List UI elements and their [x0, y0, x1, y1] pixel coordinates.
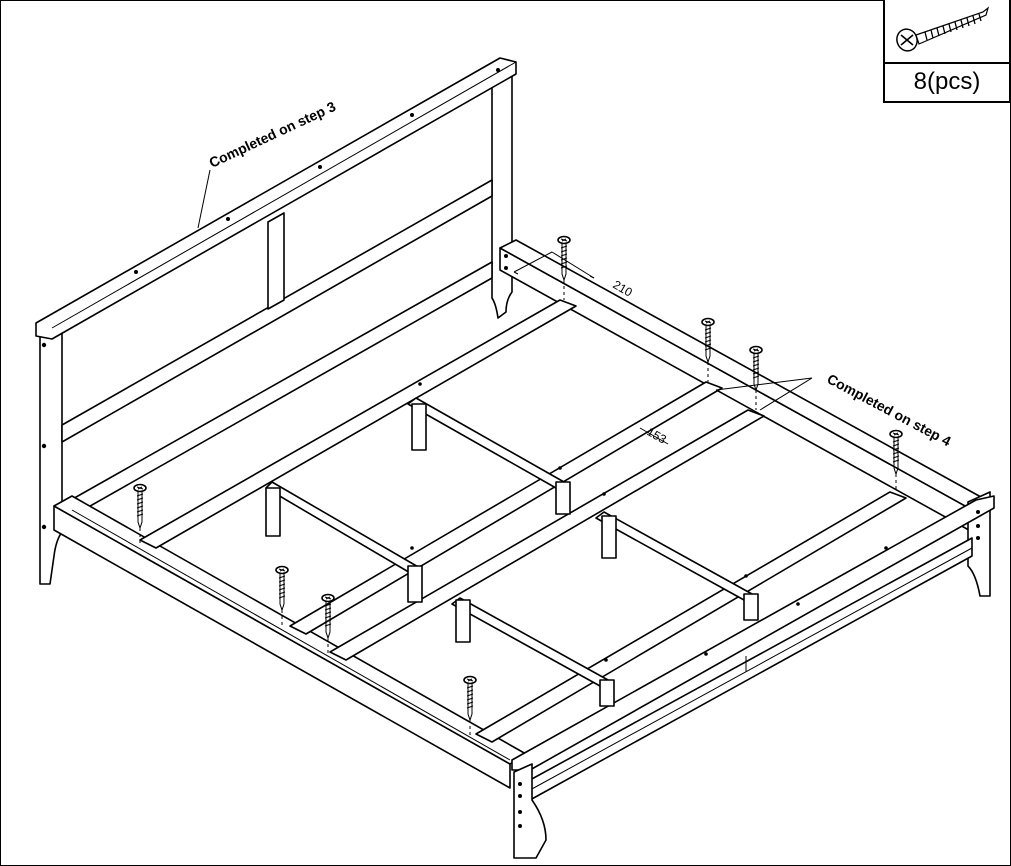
headboard-holes — [41, 68, 500, 530]
headboard-note: Completed on step 3 — [207, 98, 339, 171]
step4-leader — [715, 377, 813, 411]
footboard — [511, 491, 995, 859]
parts-box: 8(pcs) — [883, 0, 1011, 103]
screw-6 — [275, 565, 289, 628]
screws — [133, 235, 903, 736]
cross-slats — [265, 397, 753, 687]
screw-5 — [133, 483, 147, 544]
screw-7 — [321, 593, 335, 656]
screw-2 — [701, 317, 715, 382]
screw-3 — [749, 345, 763, 410]
screw-4 — [889, 429, 903, 490]
center-rails — [139, 299, 907, 743]
side-rail-left — [53, 495, 527, 789]
parts-quantity: 8(pcs) — [913, 68, 981, 95]
support-legs — [265, 403, 759, 707]
side-rail-right — [499, 239, 991, 535]
headboard — [35, 57, 517, 585]
screw-8 — [463, 675, 477, 736]
screw-icon — [885, 0, 1009, 64]
footboard-holes — [518, 510, 980, 828]
